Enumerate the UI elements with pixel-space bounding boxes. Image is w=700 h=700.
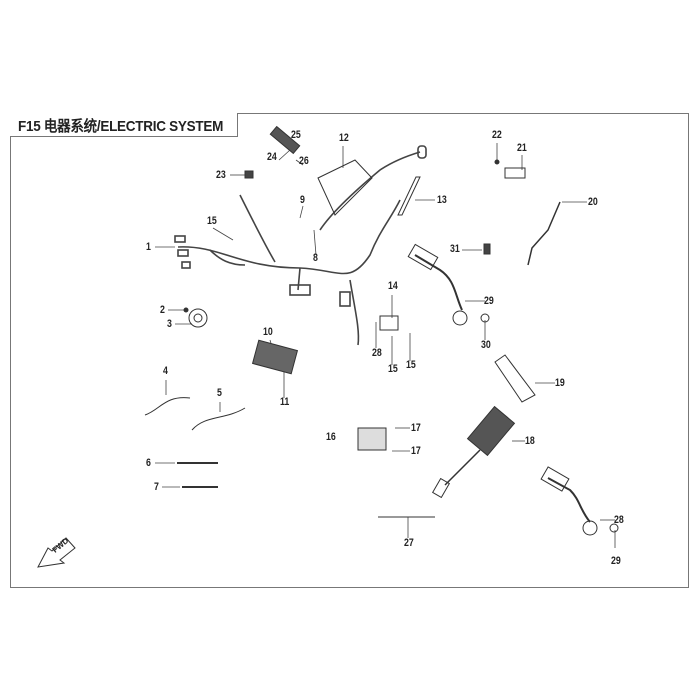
title-box <box>10 113 238 137</box>
callout-19: 19 <box>555 377 565 389</box>
callout-25: 25 <box>291 129 301 141</box>
callout-21: 21 <box>517 142 527 154</box>
callout-22: 22 <box>492 129 502 141</box>
sensor-20 <box>527 201 561 266</box>
callout-3: 3 <box>167 318 172 330</box>
regulator-11 <box>251 339 299 375</box>
callout-12: 12 <box>339 132 349 144</box>
callout-13: 13 <box>437 194 447 206</box>
sleeve-19 <box>494 354 536 403</box>
callout-10: 10 <box>263 326 273 338</box>
callout-28: 28 <box>372 347 382 359</box>
battery-cable-lower <box>547 477 591 523</box>
callout-4: 4 <box>163 365 168 377</box>
callout-29: 29 <box>484 295 494 307</box>
ecu-18 <box>466 405 516 457</box>
ecu-bracket-12 <box>317 159 373 216</box>
strap-13 <box>397 176 421 216</box>
relay-14 <box>379 315 399 331</box>
grip-24-26 <box>269 125 301 155</box>
leader-lines <box>155 143 616 548</box>
sensor-21 <box>504 167 526 179</box>
diagram-frame <box>10 113 689 588</box>
fwd-arrow <box>37 537 76 568</box>
callout-16: 16 <box>326 431 336 443</box>
callout-26: 26 <box>299 155 309 167</box>
callout-15: 15 <box>207 215 217 227</box>
callout-23: 23 <box>216 169 226 181</box>
diagram-title: F15 电器系统/ELECTRIC SYSTEM <box>18 118 224 135</box>
callout-28: 28 <box>614 514 624 526</box>
callout-24: 24 <box>267 151 277 163</box>
callout-18: 18 <box>525 435 535 447</box>
callout-1: 1 <box>146 241 151 253</box>
nut-2 <box>183 307 189 313</box>
main-wire-harness <box>174 145 427 346</box>
callout-7: 7 <box>154 481 159 493</box>
callout-17: 17 <box>411 422 421 434</box>
callout-9: 9 <box>300 194 305 206</box>
clip-31 <box>483 243 491 255</box>
callout-15: 15 <box>406 359 416 371</box>
callout-20: 20 <box>588 196 598 208</box>
callout-8: 8 <box>313 252 318 264</box>
callout-6: 6 <box>146 457 151 469</box>
callout-14: 14 <box>388 280 398 292</box>
callout-11: 11 <box>280 396 290 408</box>
callout-30: 30 <box>481 339 491 351</box>
callout-2: 2 <box>160 304 165 316</box>
switch-23 <box>244 170 254 179</box>
battery-cable-upper <box>414 254 463 311</box>
callout-17: 17 <box>411 445 421 457</box>
ground-wire-4 <box>144 397 191 416</box>
callout-27: 27 <box>404 537 414 549</box>
callout-29: 29 <box>611 555 621 567</box>
callout-15: 15 <box>388 363 398 375</box>
callout-5: 5 <box>217 387 222 399</box>
ground-wire-5 <box>191 407 246 431</box>
horn-3 <box>188 308 208 328</box>
fuse-box-16 <box>357 427 387 451</box>
callout-31: 31 <box>450 243 460 255</box>
